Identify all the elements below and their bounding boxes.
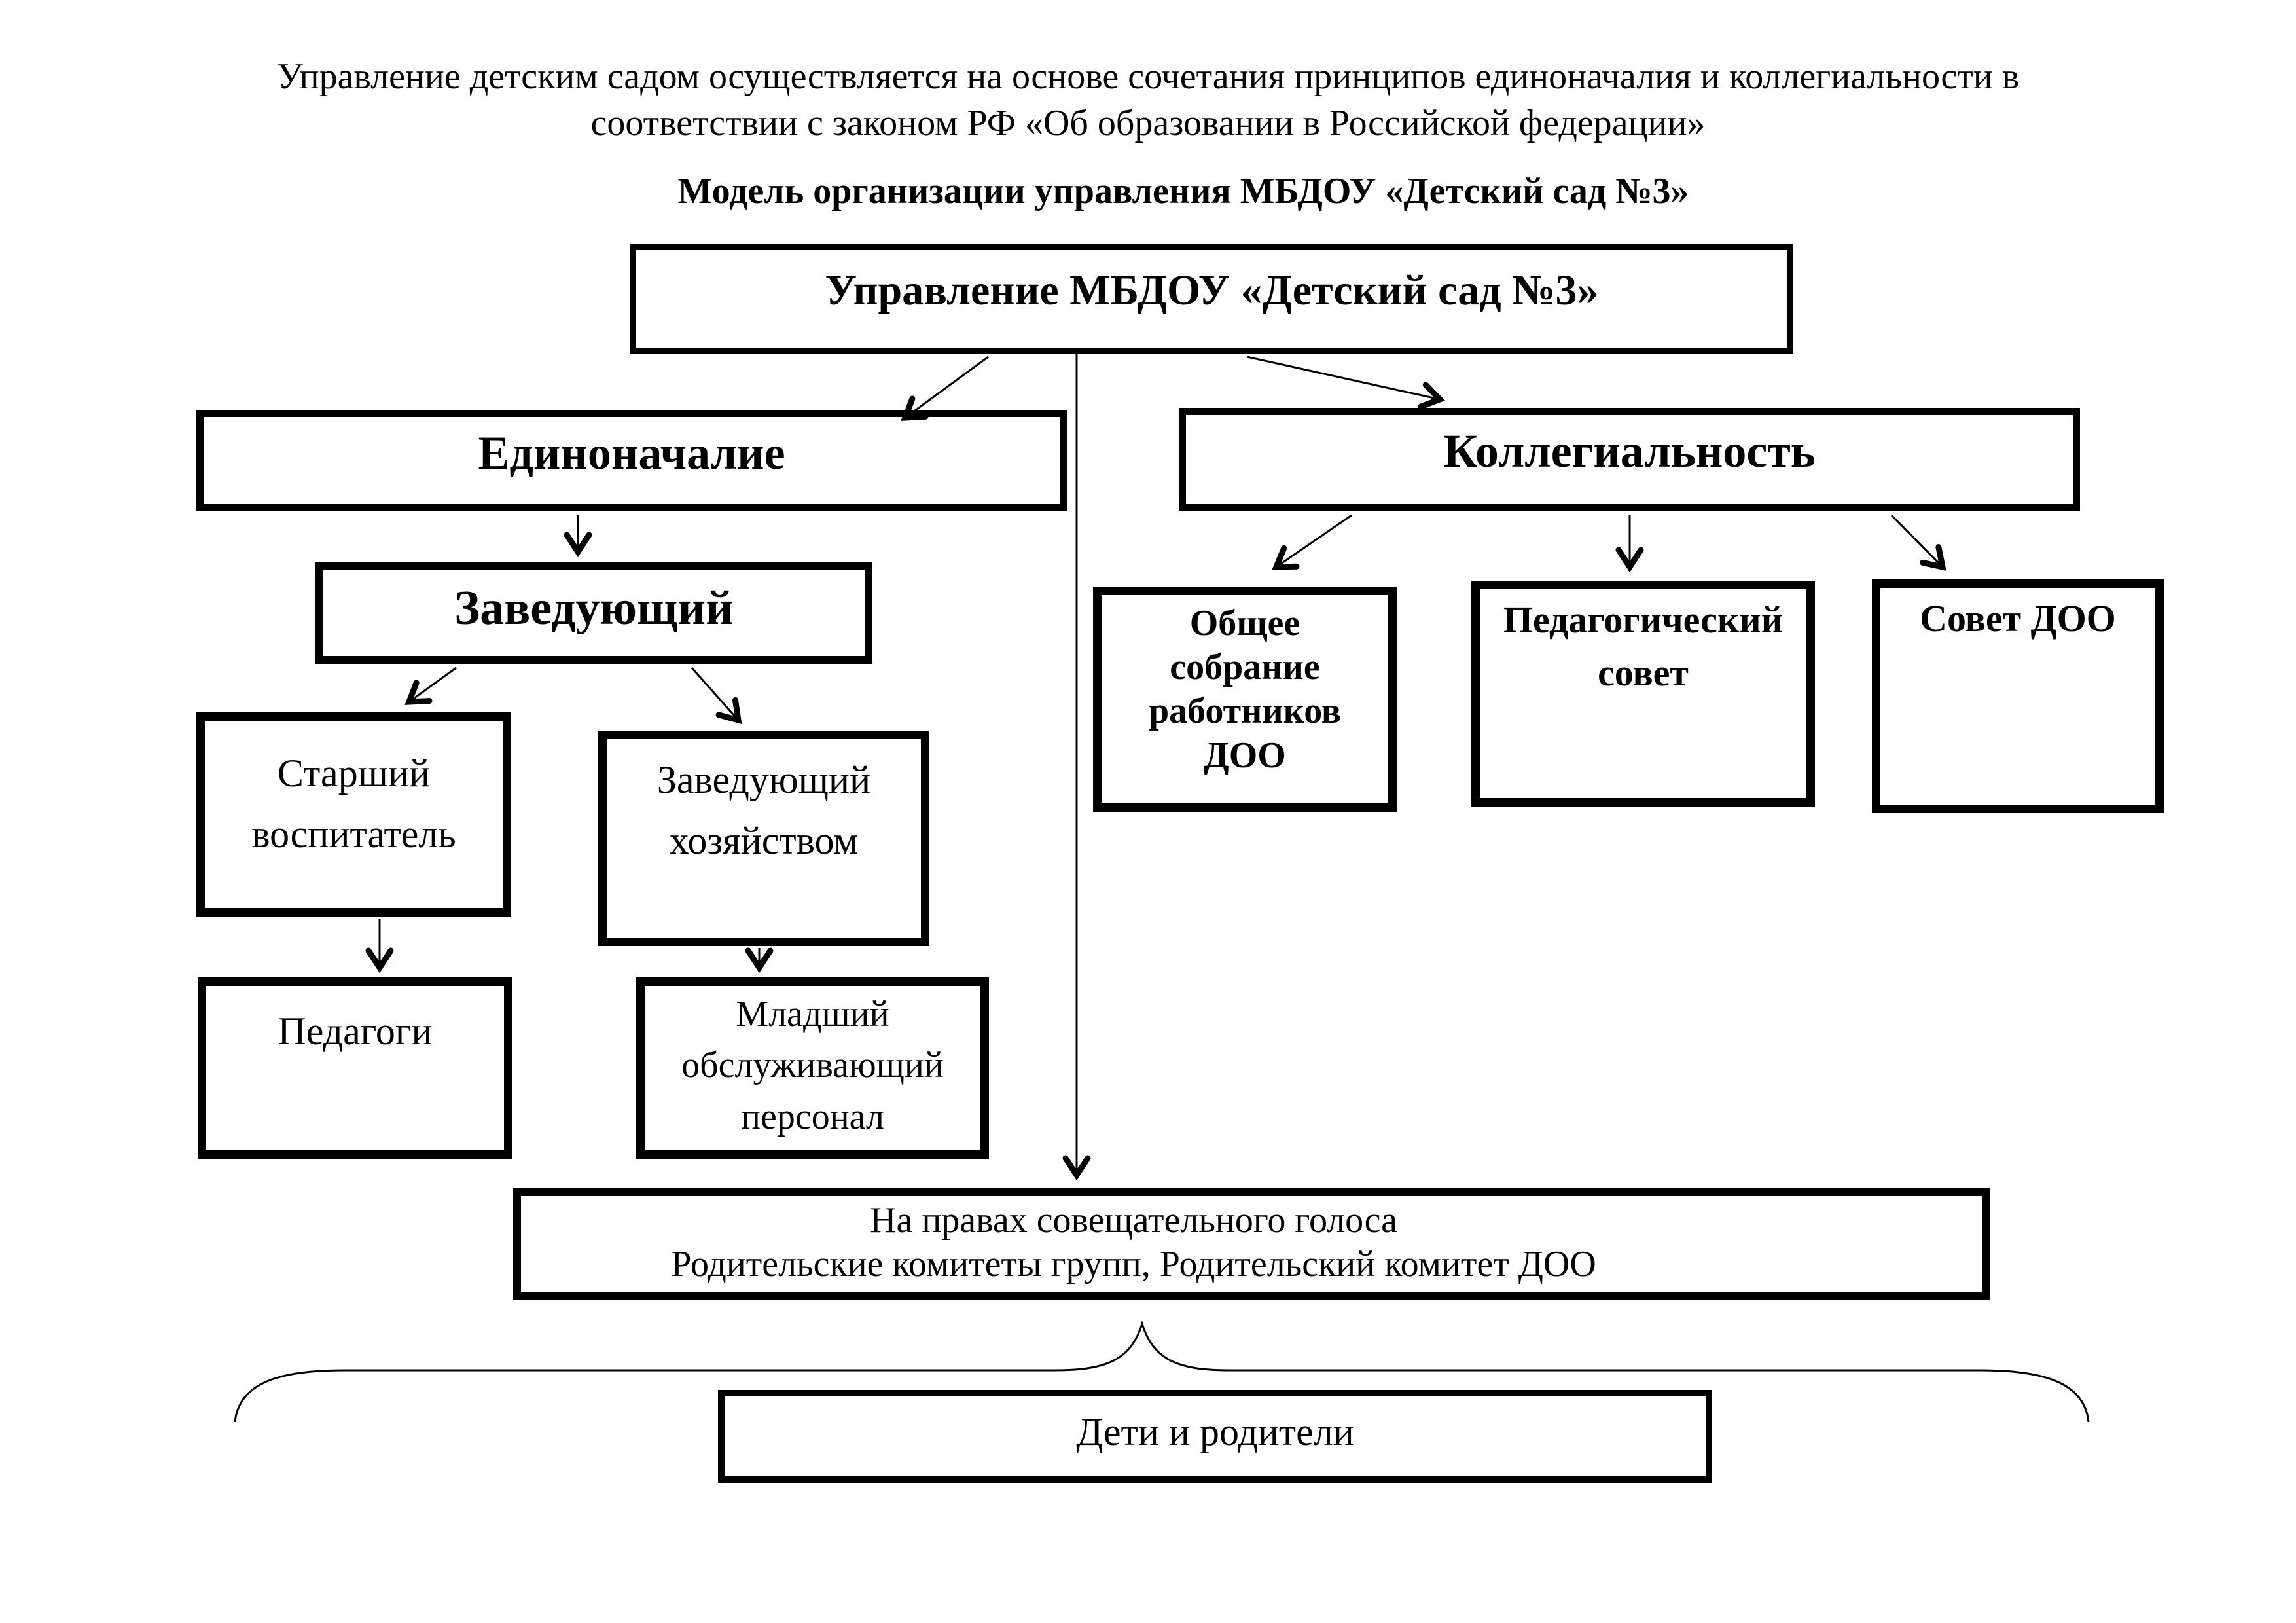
box-deti-i-roditeli: Дети и родители (718, 1390, 1712, 1483)
box-pedagogicheskiy-sovet-label: Педагогический совет (1503, 598, 1784, 695)
box-pedagogicheskiy-sovet: Педагогический совет (1471, 581, 1815, 807)
box-edinonachalie: Единоначалие (196, 410, 1067, 511)
box-obshchee-sobranie: Общее собрание работников ДОО (1093, 587, 1397, 812)
box-edinonachalie-label: Единоначалие (478, 427, 785, 479)
box-zaveduyushchiy-khozyaystvom-label: Заведующий хозяйством (656, 758, 871, 862)
box-obshchee-sobranie-label: Общее собрание работников ДОО (1148, 603, 1342, 776)
box-starshiy-vospitatel: Старший воспитатель (196, 712, 511, 917)
arrow-kollegialnost-to-sovet-doo (1890, 514, 1946, 571)
box-sovet-doo: Совет ДОО (1872, 579, 2164, 813)
box-kollegialnost-label: Коллегиальность (1443, 425, 1816, 477)
box-kollegialnost: Коллегиальность (1179, 408, 2080, 511)
box-roditelskie-komitety: На правах совещательного голоса Родитель… (513, 1188, 1990, 1300)
arrow-zaveduyushchiy-to-starshiy (404, 666, 457, 705)
header-paragraph: Управление детским садом осуществляется … (276, 56, 2020, 143)
arrow-zaveduyushchiy-to-zavhoz (691, 667, 742, 725)
box-zaveduyushchiy-khozyaystvom: Заведующий хозяйством (598, 731, 929, 946)
box-zaveduyushchiy: Заведующий (315, 562, 872, 664)
box-upravlenie-label: Управление МБДОУ «Детский сад №3» (825, 266, 1599, 314)
box-starshiy-vospitatel-label: Старший воспитатель (251, 752, 456, 856)
arrow-upravlenie-to-edinonachalie (901, 356, 989, 421)
diagram-title: Модель организации управления МБДОУ «Дет… (677, 171, 1689, 211)
box-zaveduyushchiy-label: Заведующий (454, 581, 734, 635)
arrow-kollegialnost-to-obshchee (1272, 514, 1352, 570)
box-upravlenie-mbdou: Управление МБДОУ «Детский сад №3» (630, 244, 1793, 354)
box-roditelskie-komitety-label: На правах совещательного голоса Родитель… (671, 1200, 1596, 1285)
box-mladshiy-personal: Младший обслуживающий персонал (636, 977, 989, 1159)
box-sovet-doo-label: Совет ДОО (1920, 597, 2116, 640)
box-pedagogi: Педагоги (198, 977, 512, 1159)
arrow-upravlenie-to-kollegialnost (1246, 356, 1446, 410)
box-deti-i-roditeli-label: Дети и родители (1076, 1410, 1354, 1453)
box-pedagogi-label: Педагоги (278, 1010, 433, 1053)
box-mladshiy-personal-label: Младший обслуживающий персонал (681, 994, 944, 1137)
